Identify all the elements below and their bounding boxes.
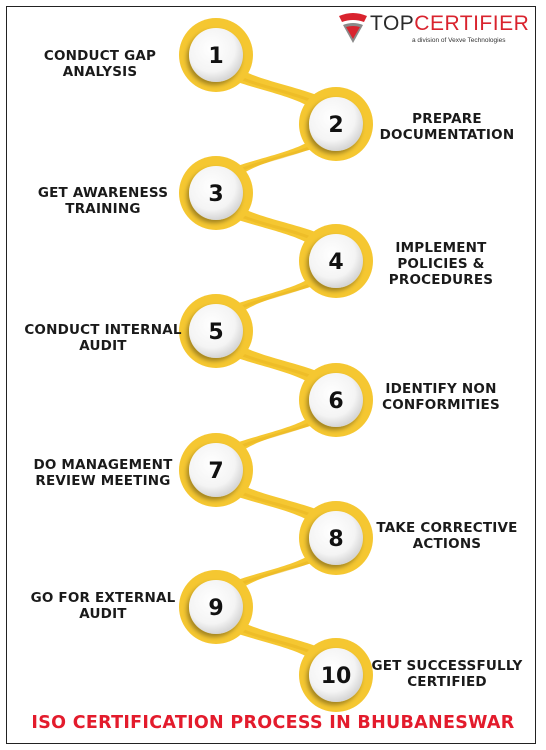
step-label-line: AUDIT — [79, 338, 127, 354]
step-label-line: CERTIFIED — [407, 674, 487, 690]
step-node-7: 7 — [179, 433, 253, 507]
shield-icon — [339, 13, 367, 43]
step-node-5: 5 — [179, 294, 253, 368]
step-label-line: REVIEW MEETING — [35, 473, 171, 489]
step-disc — [189, 304, 243, 358]
page-title: ISO CERTIFICATION PROCESS IN BHUBANESWAR — [31, 713, 515, 733]
step-number: 1 — [208, 44, 223, 69]
step-number: 6 — [328, 389, 343, 414]
step-number: 8 — [328, 527, 343, 552]
step-label-line: CONDUCT INTERNAL — [24, 322, 182, 338]
step-node-10: 10 — [299, 638, 373, 712]
step-number: 5 — [208, 320, 223, 345]
step-label-line: POLICIES & — [397, 256, 485, 272]
step-node-6: 6 — [299, 363, 373, 437]
step-number: 2 — [328, 113, 343, 138]
step-label-line: TAKE CORRECTIVE — [376, 520, 518, 536]
topcertifier-logo: TOPCERTIFIER a division of Vexve Technol… — [336, 10, 530, 50]
step-number: 9 — [208, 596, 223, 621]
step-label-line: ACTIONS — [412, 536, 482, 552]
step-number: 4 — [328, 250, 343, 275]
step-label-line: PREPARE — [412, 111, 482, 127]
step-label-line: CONFORMITIES — [382, 397, 500, 413]
step-label-line: CONDUCT GAP — [43, 48, 157, 64]
step-number: 3 — [208, 182, 223, 207]
step-label-line: GO FOR EXTERNAL — [30, 590, 176, 606]
step-node-4: 4 — [299, 224, 373, 298]
step-label-line: DOCUMENTATION — [379, 127, 515, 143]
step-disc — [309, 511, 363, 565]
step-disc — [189, 580, 243, 634]
step-disc — [309, 234, 363, 288]
step-label-line: DO MANAGEMENT — [33, 457, 173, 473]
page-border — [6, 6, 536, 744]
step-disc — [309, 373, 363, 427]
step-node-8: 8 — [299, 501, 373, 575]
step-node-2: 2 — [299, 87, 373, 161]
step-label-line: IMPLEMENT — [395, 240, 487, 256]
step-node-1: 1 — [179, 18, 253, 92]
step-node-3: 3 — [179, 156, 253, 230]
step-label-line: PROCEDURES — [388, 272, 494, 288]
logo-tagline: a division of Vexve Technologies — [412, 37, 506, 44]
step-disc — [189, 443, 243, 497]
step-label-line: TRAINING — [65, 201, 141, 217]
step-disc — [189, 28, 243, 82]
step-label-line: GET SUCCESSFULLY — [371, 658, 523, 674]
step-disc — [309, 97, 363, 151]
logo-wordmark: TOPCERTIFIER — [370, 12, 530, 35]
chain-nodes: 1 2 3 4 5 6 7 8 9 10 — [179, 18, 373, 712]
step-label-line: AUDIT — [79, 606, 127, 622]
step-label-line: ANALYSIS — [62, 64, 138, 80]
step-disc — [309, 648, 363, 702]
step-number: 7 — [208, 459, 223, 484]
step-disc — [189, 166, 243, 220]
step-number: 10 — [321, 664, 352, 689]
step-label-line: GET AWARENESS — [37, 185, 169, 201]
step-node-9: 9 — [179, 570, 253, 644]
step-label-line: IDENTIFY NON — [385, 381, 497, 397]
